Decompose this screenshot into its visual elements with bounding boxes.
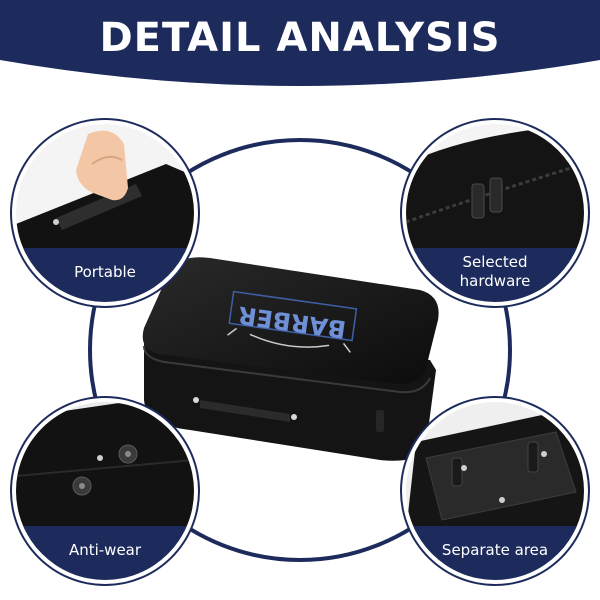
connector-ring	[88, 138, 512, 562]
feature-portable: Portable	[16, 124, 194, 302]
feature-label: Separate area	[406, 526, 584, 580]
title-banner	[0, 0, 600, 86]
feature-anti-wear: Anti-wear	[16, 402, 194, 580]
feature-label: Anti-wear	[16, 526, 194, 580]
page-title: DETAIL ANALYSIS	[99, 15, 501, 61]
feature-label: Portable	[16, 248, 194, 302]
feature-selected-hardware: Selected hardware	[406, 124, 584, 302]
toiletry-case-image: BARBER	[142, 257, 439, 461]
feature-label: Selected hardware	[406, 248, 584, 302]
feature-separate-area: Separate area	[406, 402, 584, 580]
